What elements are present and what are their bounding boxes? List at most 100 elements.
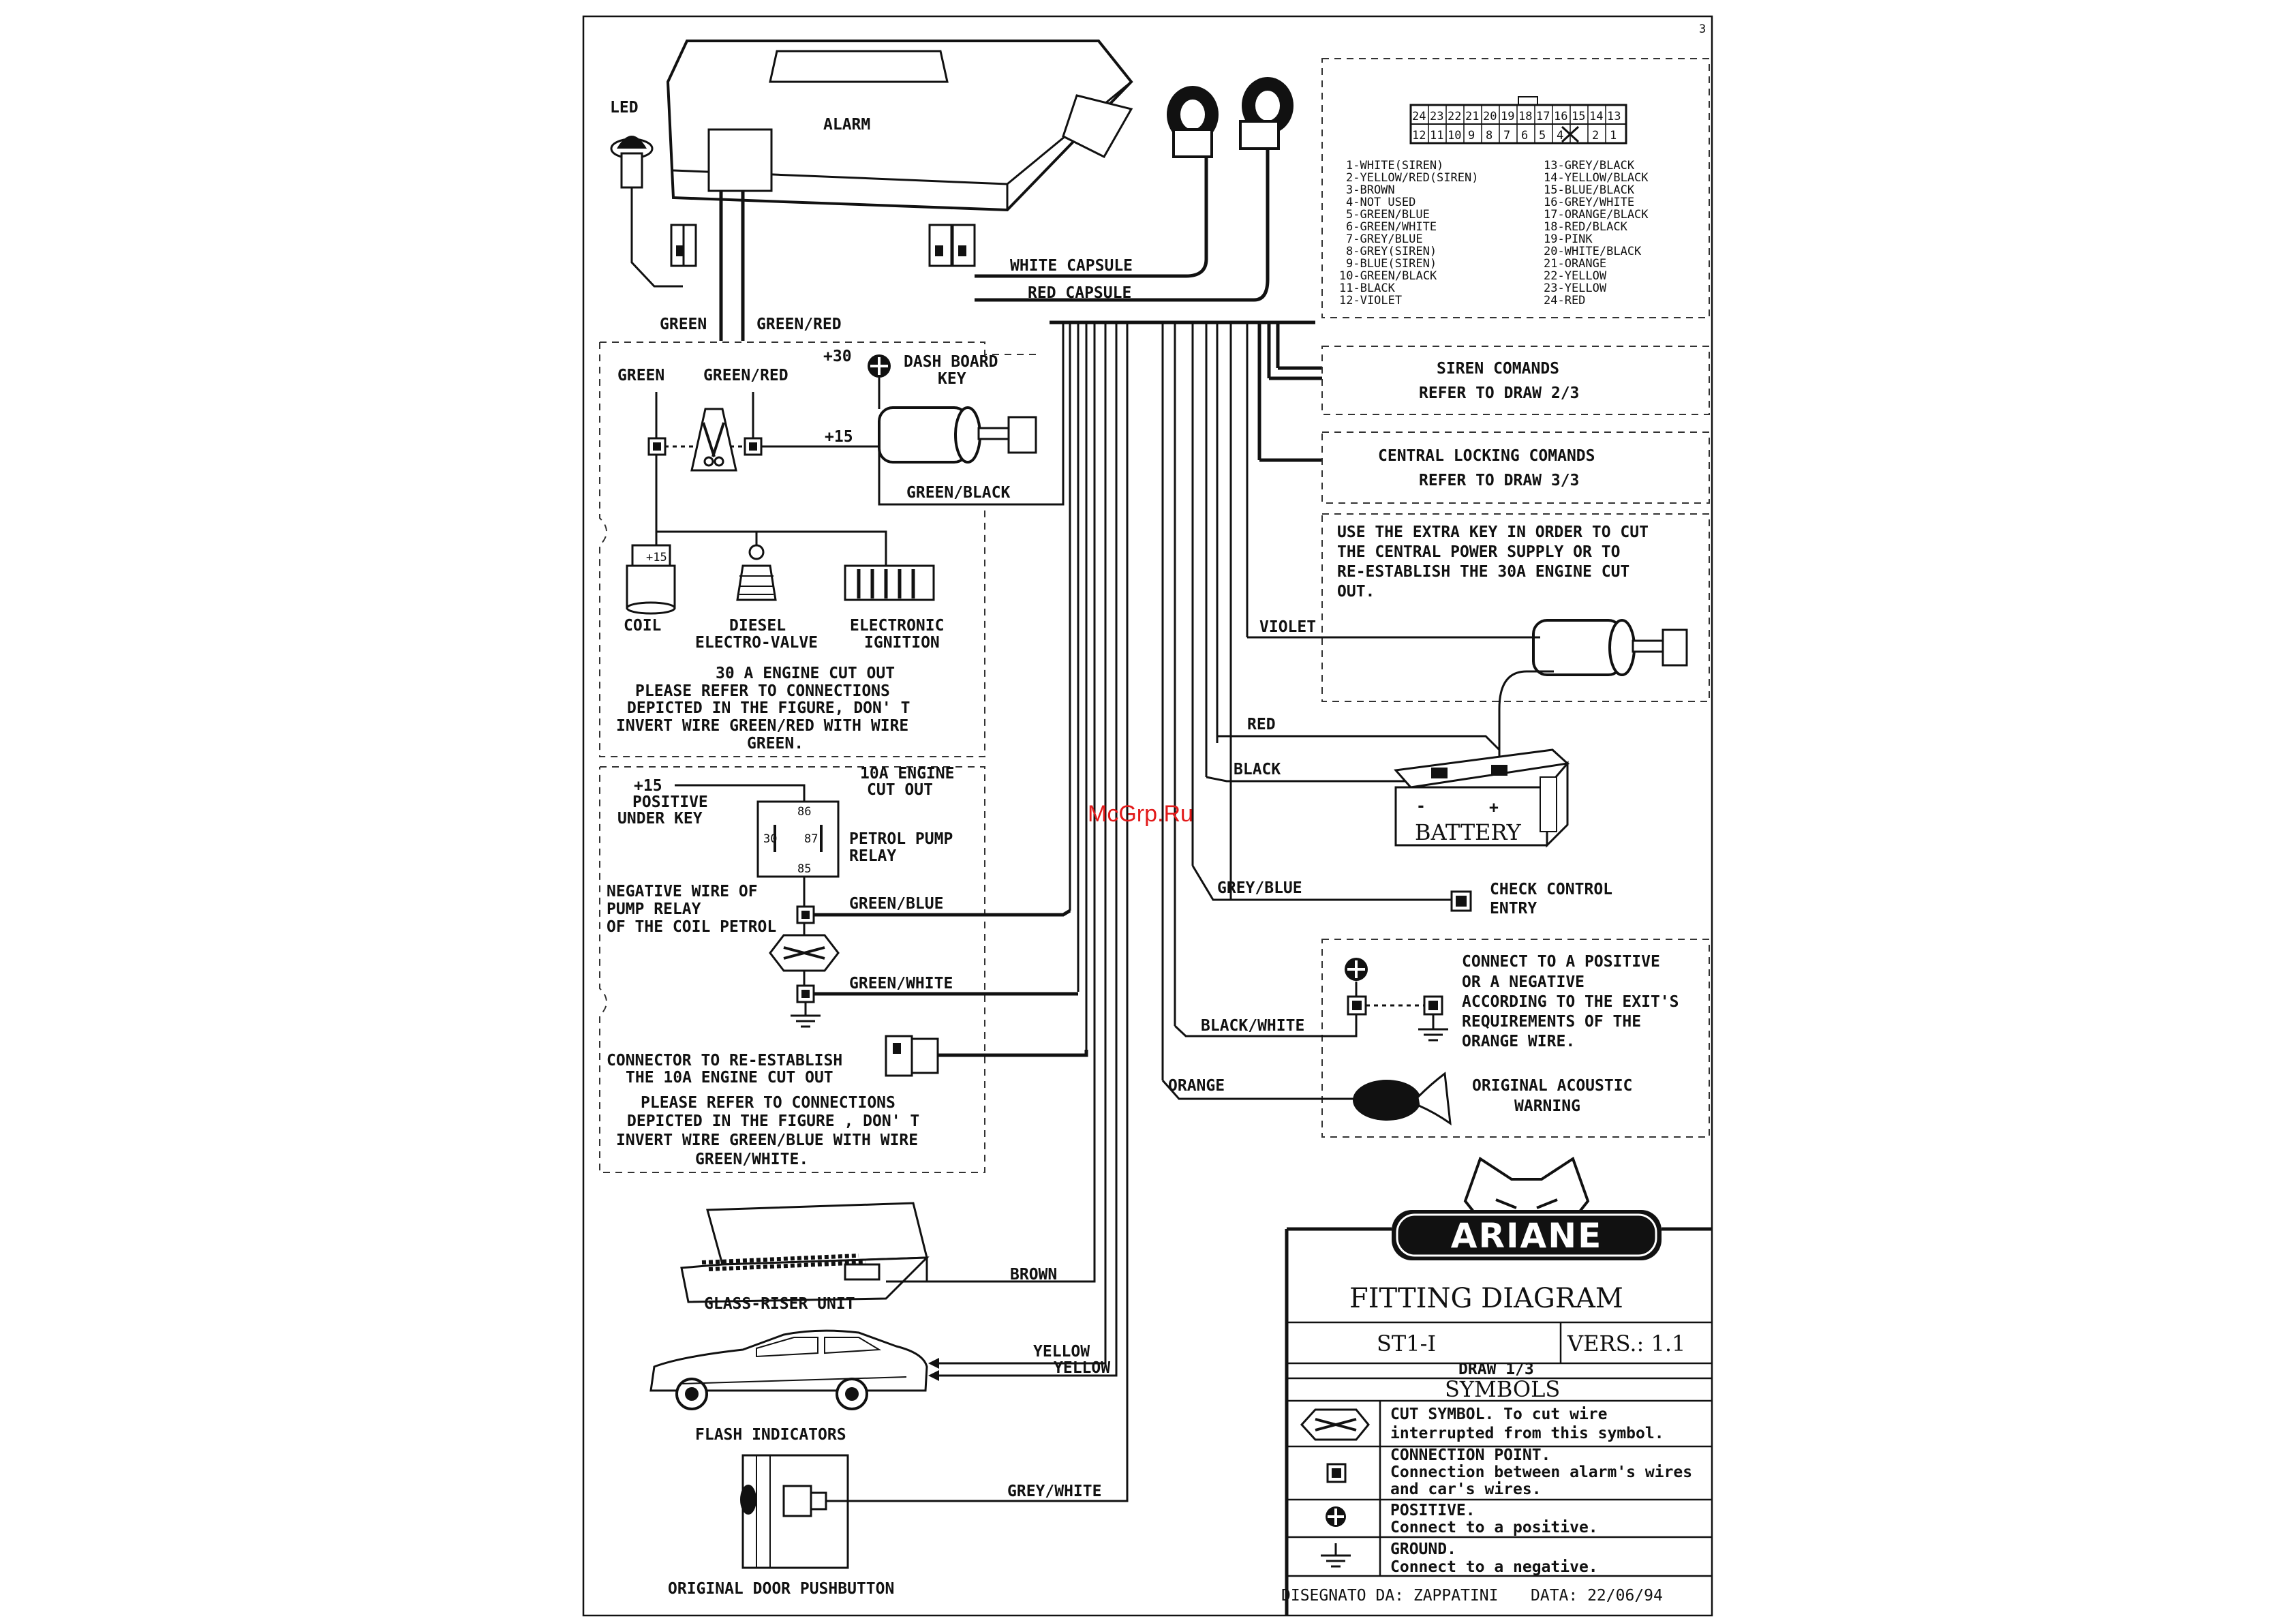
battery-label: BATTERY <box>1415 819 1522 845</box>
legend-gnd-1: GROUND. <box>1390 1541 1456 1558</box>
orange-note-4: REQUIREMENTS OF THE <box>1462 1013 1641 1031</box>
svg-text:4-NOT USED: 4-NOT USED <box>1346 196 1415 209</box>
dash-key-label-1: DASH BOARD <box>904 353 998 371</box>
svg-text:INVERT WIRE GREEN/BLUE WITH WI: INVERT WIRE GREEN/BLUE WITH WIRE <box>616 1132 918 1149</box>
glass-riser-unit-icon <box>680 1202 930 1303</box>
version-label: VERS.: 1.1 <box>1567 1331 1685 1356</box>
siren-box <box>1321 346 1710 415</box>
central-locking-label-2: REFER TO DRAW 3/3 <box>1419 472 1579 489</box>
acoustic-label-1: ORIGINAL ACOUSTIC <box>1472 1077 1632 1095</box>
relay-label-1: PETROL PUMP <box>849 830 953 848</box>
extra-key-note-1: USE THE EXTRA KEY IN ORDER TO CUT <box>1337 524 1649 541</box>
symbols-heading: SYMBOLS <box>1445 1376 1560 1402</box>
door-pushbutton-icon <box>740 1454 849 1569</box>
diesel-valve-icon <box>736 544 777 601</box>
svg-text:21-ORANGE: 21-ORANGE <box>1544 257 1606 271</box>
connector-label-2: THE 10A ENGINE CUT OUT <box>626 1069 833 1087</box>
svg-text:19: 19 <box>1501 110 1514 123</box>
alarm-unit: ALARM <box>666 40 1133 212</box>
positive-label: POSITIVE <box>632 793 708 811</box>
cut-symbol-icon-2 <box>769 934 840 972</box>
wire-label-black: BLACK <box>1234 761 1281 778</box>
extra-key-note-3: RE-ESTABLISH THE 30A ENGINE CUT <box>1337 563 1629 581</box>
cut10-title-1: 10A ENGINE <box>860 765 954 783</box>
legend-pos-1: POSITIVE. <box>1390 1502 1475 1519</box>
svg-text:8: 8 <box>1486 129 1493 142</box>
svg-text:DEPICTED IN THE FIGURE , DON': DEPICTED IN THE FIGURE , DON' T <box>627 1112 919 1130</box>
svg-text:18-RED/BLACK: 18-RED/BLACK <box>1544 220 1628 234</box>
svg-text:4: 4 <box>1557 129 1563 142</box>
pin-list-right: 13-GREY/BLACK 14-YELLOW/BLACK 15-BLUE/BL… <box>1544 159 1649 307</box>
svg-text:5: 5 <box>1539 129 1546 142</box>
coil-label: COIL <box>624 617 661 635</box>
siren-label-2: REFER TO DRAW 2/3 <box>1419 384 1579 402</box>
electronic-ignition-icon <box>844 564 935 601</box>
alarm-label: ALARM <box>823 116 870 134</box>
battery-plus: + <box>1489 799 1499 817</box>
glass-riser-label: GLASS-RISER UNIT <box>704 1295 855 1313</box>
svg-text:16: 16 <box>1554 110 1567 123</box>
connector-label-1: CONNECTOR TO RE-ESTABLISH <box>607 1052 842 1070</box>
svg-text:22-YELLOW: 22-YELLOW <box>1544 269 1607 283</box>
svg-text:23: 23 <box>1430 110 1443 123</box>
arrow-icon <box>928 1370 939 1381</box>
cut-symbol-legend-icon <box>1300 1408 1370 1441</box>
svg-text:11-BLACK: 11-BLACK <box>1339 282 1396 295</box>
relay-label-2: RELAY <box>849 847 896 865</box>
svg-text:12: 12 <box>1412 129 1426 142</box>
ground-legend-icon <box>1321 1543 1351 1568</box>
connection-point-legend-icon <box>1326 1463 1347 1483</box>
wire-label-brown: BROWN <box>1010 1266 1057 1284</box>
legend-conn-2: Connection between alarm's wires <box>1390 1463 1692 1481</box>
svg-text:24-RED: 24-RED <box>1544 294 1585 307</box>
wire-label-green-red-top: GREEN/RED <box>756 316 842 333</box>
page-number: 3 <box>1699 22 1706 36</box>
model-code: ST1-I <box>1377 1331 1436 1356</box>
cut30-note: 30 A ENGINE CUT OUT PLEASE REFER TO CONN… <box>616 665 910 753</box>
svg-text:16-GREY/WHITE: 16-GREY/WHITE <box>1544 196 1634 209</box>
svg-text:86: 86 <box>797 805 811 819</box>
svg-text:30 A ENGINE CUT OUT: 30 A ENGINE CUT OUT <box>716 665 895 682</box>
svg-text:2-YELLOW/RED(SIREN): 2-YELLOW/RED(SIREN) <box>1346 171 1478 185</box>
svg-text:24: 24 <box>1412 110 1426 123</box>
svg-text:9: 9 <box>1468 129 1475 142</box>
neg-wire-label-3: OF THE COIL PETROL <box>607 918 776 936</box>
svg-text:1: 1 <box>1610 129 1617 142</box>
pinout-box <box>1321 58 1710 318</box>
battery-icon <box>1394 748 1570 848</box>
svg-text:6: 6 <box>1521 129 1528 142</box>
watermark: McGrp.Ru <box>1088 801 1193 827</box>
wire-label-green-white: GREEN/WHITE <box>849 975 953 992</box>
cut10-title-2: CUT OUT <box>867 781 933 799</box>
coil-terminal: +15 <box>646 551 667 564</box>
acoustic-label-2: WARNING <box>1514 1097 1580 1115</box>
wire-label-red: RED <box>1247 716 1276 733</box>
extra-key-box <box>1321 513 1710 702</box>
svg-text:17-ORANGE/BLACK: 17-ORANGE/BLACK <box>1544 208 1649 222</box>
red-capsule-icon <box>1239 77 1294 150</box>
neg-wire-label-2: PUMP RELAY <box>607 900 701 918</box>
legend-conn-3: and car's wires. <box>1390 1481 1542 1498</box>
orange-note-3: ACCORDING TO THE EXIT'S <box>1462 993 1679 1011</box>
svg-text:8-GREY(SIREN): 8-GREY(SIREN) <box>1346 245 1437 258</box>
extra-key-note-4: OUT. <box>1337 583 1375 601</box>
svg-text:13-GREY/BLACK: 13-GREY/BLACK <box>1544 159 1635 172</box>
label-green-black: GREEN/BLACK <box>906 484 1010 502</box>
positive-icon <box>868 354 891 378</box>
brand-name: ARIANE <box>1451 1216 1603 1256</box>
red-capsule-label: RED CAPSULE <box>1028 284 1131 302</box>
svg-text:20-WHITE/BLACK: 20-WHITE/BLACK <box>1544 245 1642 258</box>
legend-conn-1: CONNECTION POINT. <box>1390 1446 1550 1464</box>
svg-text:23-YELLOW: 23-YELLOW <box>1544 282 1607 295</box>
legend-cut-2: interrupted from this symbol. <box>1390 1425 1664 1442</box>
ignition-label-2: IGNITION <box>864 634 940 652</box>
alarm-plug-left <box>670 224 697 267</box>
check-control-label-2: ENTRY <box>1490 900 1537 917</box>
door-pushbutton-label: ORIGINAL DOOR PUSHBUTTON <box>668 1580 894 1598</box>
orange-wire-box <box>1321 939 1710 1138</box>
drawing-date: DATA: 22/06/94 <box>1531 1587 1663 1605</box>
wire-label-yellow-1: YELLOW <box>1033 1343 1090 1361</box>
svg-text:11: 11 <box>1430 129 1443 142</box>
diagram-title: FITTING DIAGRAM <box>1349 1283 1623 1314</box>
